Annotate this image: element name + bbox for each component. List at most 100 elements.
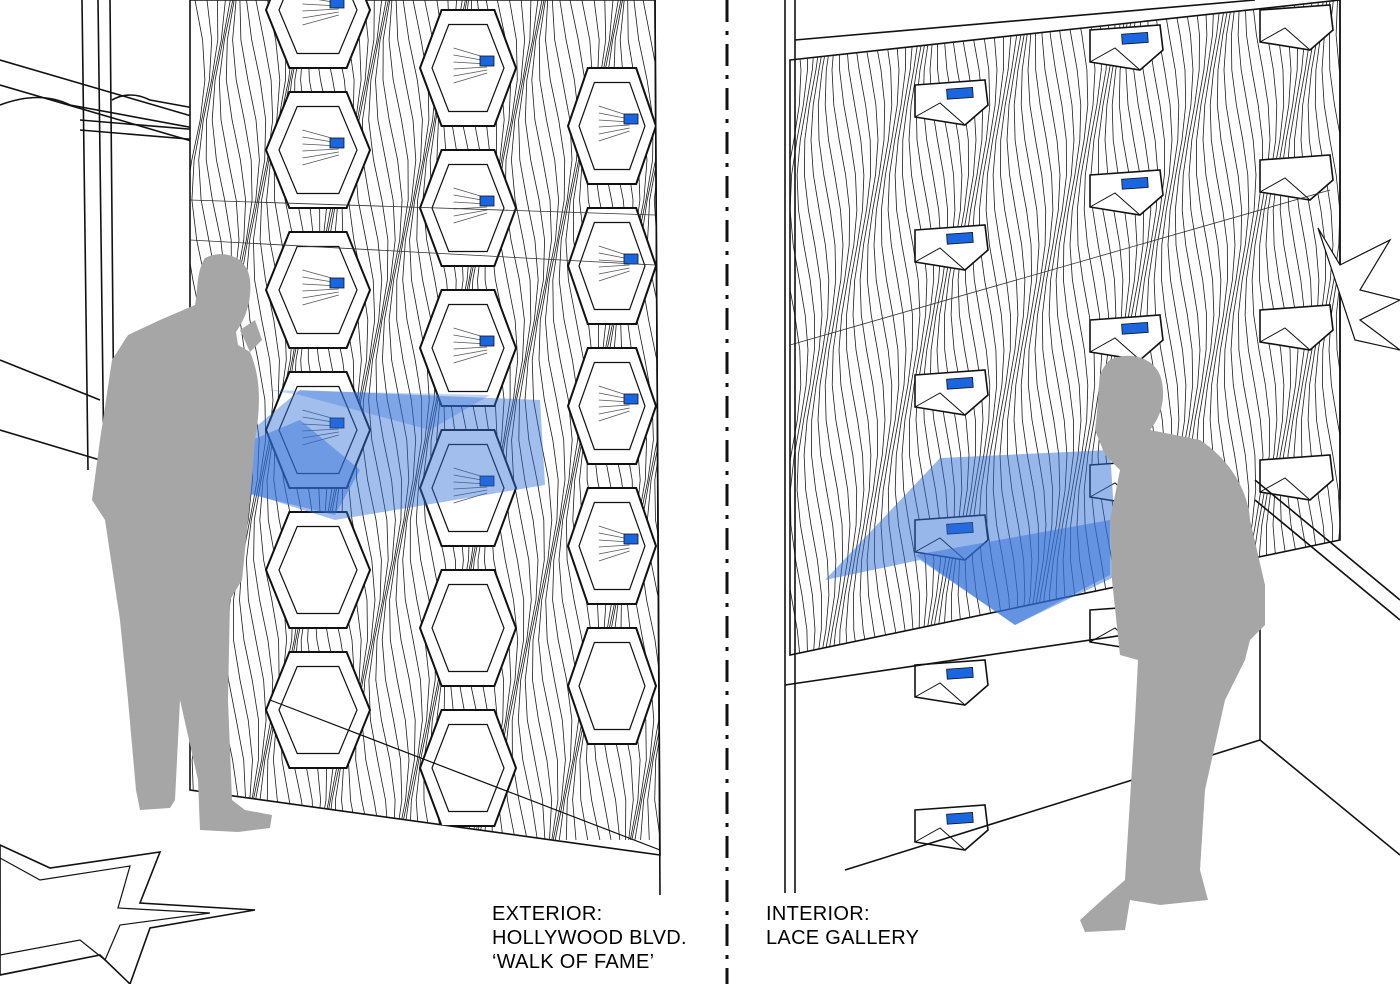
wall-fibre <box>388 0 410 841</box>
ledge-edge <box>1089 192 1141 216</box>
wall-fibre <box>803 0 823 655</box>
wall-fibre <box>381 0 403 841</box>
wall-fibre <box>859 0 879 655</box>
wall-fibre <box>838 0 858 655</box>
wall-fibre <box>551 0 573 841</box>
lace-ledge <box>914 659 989 706</box>
lace-cell-inner <box>278 105 358 195</box>
cell-shading <box>302 288 339 292</box>
display-screen <box>329 0 345 9</box>
lace-ledge <box>1259 154 1334 201</box>
cell-shading <box>598 544 630 548</box>
wall-fibre <box>497 0 519 841</box>
walk-of-fame-star-left-icon <box>0 844 256 986</box>
display-screen <box>479 475 495 487</box>
wall-fibre <box>790 0 802 655</box>
wall-fibre <box>402 0 423 841</box>
wall-fibre <box>245 0 267 841</box>
ledge-edge <box>1259 177 1311 201</box>
ledge-edge <box>914 102 966 126</box>
wall-fibre <box>483 0 505 841</box>
lace-cell-inner <box>431 723 505 813</box>
cell-shading <box>453 352 488 364</box>
lace-cell-inner <box>278 385 358 475</box>
display-screen <box>623 113 639 125</box>
wall-fibre <box>894 0 914 655</box>
lace-ledge <box>1259 4 1334 51</box>
wall-fibre <box>490 0 512 841</box>
display-screen <box>329 417 345 429</box>
cell-shading <box>453 346 488 350</box>
interior-lace-wall <box>784 0 1400 893</box>
ledge-edge <box>1259 327 1311 351</box>
display-screen <box>479 195 495 207</box>
cell-shading <box>302 431 339 439</box>
interior-sight-cone <box>825 450 1118 625</box>
person-silhouette-right <box>1080 355 1265 932</box>
lace-cell-inner <box>578 81 646 171</box>
wall-fibre <box>368 0 389 841</box>
display-screen <box>946 231 974 245</box>
display-screen <box>1121 321 1149 335</box>
lace-ledge <box>1259 304 1334 351</box>
wall-fibre <box>510 0 532 841</box>
display-screen <box>1121 176 1149 190</box>
cell-shading <box>598 547 630 555</box>
exterior-lace-wall <box>189 0 661 896</box>
wall-fibre <box>796 0 816 655</box>
interior-caption: INTERIOR: LACE GALLERY <box>766 902 919 950</box>
cell-shading <box>302 148 339 152</box>
ledge-edge <box>914 827 966 851</box>
cell-shading <box>302 428 339 432</box>
cell-shading <box>598 124 630 128</box>
storefront-door <box>0 0 206 471</box>
lace-cell-inner <box>578 641 646 731</box>
cell-shading <box>598 407 630 415</box>
wall-fibre <box>524 0 546 841</box>
wall-fibre <box>409 0 430 841</box>
display-screen <box>946 666 974 680</box>
lace-cell-inner <box>431 443 505 533</box>
cell-shading <box>453 349 488 357</box>
ledge-edge <box>1089 337 1141 361</box>
cell-shading <box>302 154 339 166</box>
cell-shading <box>302 291 339 299</box>
exterior-caption-line1: EXTERIOR: <box>492 903 603 925</box>
cell-shading <box>453 66 488 70</box>
wall-fibre <box>873 0 893 655</box>
wall-fibre <box>908 0 928 655</box>
cell-shading <box>453 492 488 504</box>
wall-fibre <box>517 0 539 841</box>
lace-cell <box>264 651 372 769</box>
wall-fibre <box>395 0 417 841</box>
exterior-caption: EXTERIOR: HOLLYWOOD BLVD. ‘WALK OF FAME’ <box>492 902 687 974</box>
ledge-edge <box>914 247 966 271</box>
lace-cell-inner <box>431 303 505 393</box>
display-screen <box>623 533 639 545</box>
display-screen <box>329 277 345 289</box>
walk-of-fame-star-right-icon <box>1317 227 1400 351</box>
wall-fibre <box>1335 0 1340 655</box>
wall-fibre <box>375 0 396 841</box>
cell-shading <box>453 69 488 77</box>
display-screen <box>623 253 639 265</box>
lace-cell <box>418 709 518 827</box>
cell-shading <box>302 294 339 306</box>
ledge-edge <box>1259 27 1311 51</box>
ledge-edge <box>914 392 966 416</box>
wall-fibre <box>831 0 851 655</box>
cell-shading <box>302 151 339 159</box>
wall-fibre <box>531 0 553 841</box>
cell-shading <box>598 270 630 282</box>
cell-shading <box>598 404 630 408</box>
exterior-sight-cone <box>240 390 545 520</box>
lace-ledge <box>1259 454 1334 501</box>
lace-cell-inner <box>278 0 358 55</box>
wall-fibre <box>880 0 900 655</box>
wall-fibre <box>866 0 886 655</box>
display-screen <box>479 55 495 67</box>
lace-cell-inner <box>278 245 358 335</box>
wall-fibre <box>852 0 872 655</box>
interior-caption-line2: LACE GALLERY <box>766 927 920 949</box>
